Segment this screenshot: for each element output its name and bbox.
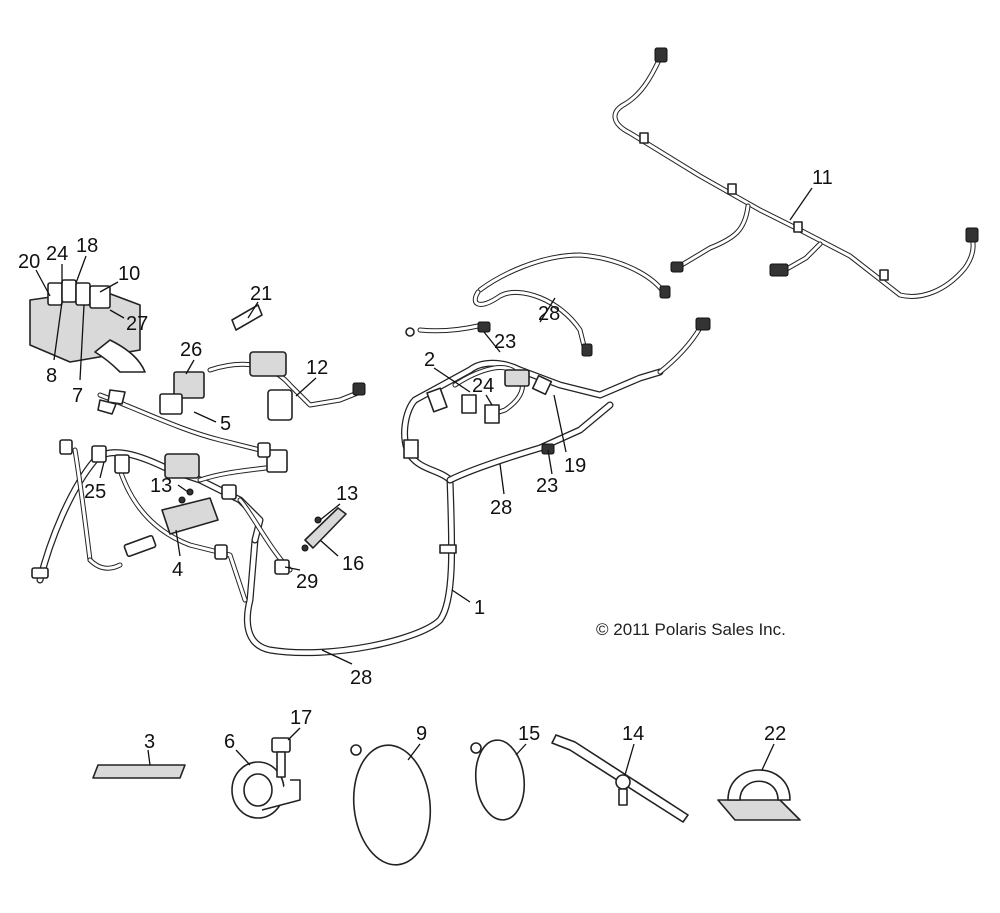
callout-25: 25	[84, 481, 106, 503]
callout-22: 22	[764, 723, 786, 745]
rear-harness-11	[612, 47, 979, 299]
callout-4: 4	[172, 559, 183, 581]
callout-10: 10	[118, 263, 140, 285]
callout-13-a: 13	[150, 475, 172, 497]
callout-6: 6	[224, 731, 235, 753]
callout-14: 14	[622, 723, 644, 745]
callout-23-top: 23	[494, 331, 516, 353]
leader-lines	[35, 187, 813, 776]
callout-9: 9	[416, 723, 427, 745]
main-harness-1	[243, 252, 711, 657]
callout-20: 20	[18, 251, 40, 273]
callout-26: 26	[180, 339, 202, 361]
callout-13-b: 13	[336, 483, 358, 505]
callout-2: 2	[424, 349, 435, 371]
callout-15: 15	[518, 723, 540, 745]
callout-18: 18	[76, 235, 98, 257]
callout-12: 12	[306, 357, 328, 379]
front-harness	[31, 392, 293, 603]
callout-24-center: 24	[472, 375, 494, 397]
callout-19: 19	[564, 455, 586, 477]
callout-17: 17	[290, 707, 312, 729]
center-components	[97, 304, 366, 552]
callout-labels: 20 24 18 10 27 8 7 21 26 12 5 13 25 4 13…	[18, 167, 833, 753]
callout-24: 24	[46, 243, 68, 265]
callout-27: 27	[126, 313, 148, 335]
callout-1: 1	[474, 597, 485, 619]
callout-8: 8	[46, 365, 57, 387]
accessory-parts	[92, 734, 801, 866]
callout-21: 21	[250, 283, 272, 305]
callout-3: 3	[144, 731, 155, 753]
fuse-relay-box	[29, 279, 146, 373]
callout-28-bottom: 28	[350, 667, 372, 689]
callout-29: 29	[296, 571, 318, 593]
callout-28-top: 28	[538, 303, 560, 325]
callout-11: 11	[812, 167, 833, 189]
callout-23-bottom: 23	[536, 475, 558, 497]
callout-5: 5	[220, 413, 231, 435]
copyright-notice: © 2011 Polaris Sales Inc.	[596, 620, 786, 639]
callout-7: 7	[72, 385, 83, 407]
callout-28-middle: 28	[490, 497, 512, 519]
callout-16: 16	[342, 553, 364, 575]
